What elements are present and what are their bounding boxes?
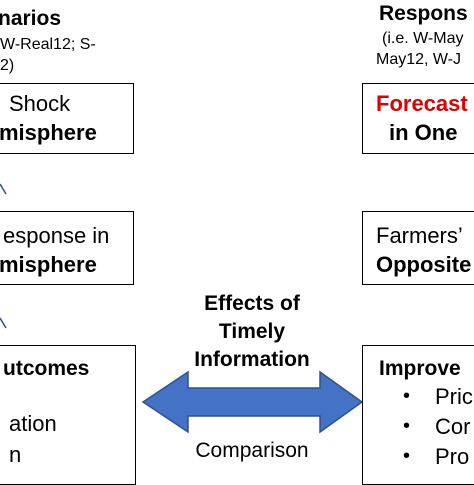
left-box-response-line2: misphere: [0, 252, 97, 277]
left-header-sub2: 2): [0, 57, 15, 74]
right-box-improve-item-1: Pric: [435, 384, 473, 409]
left-box-outcomes-line3: n: [9, 442, 22, 467]
right-box-improve-item-3: Pro: [435, 444, 470, 469]
right-box-forecast-line2: in One: [389, 120, 458, 145]
right-box-improve-bullet-2: •: [403, 415, 411, 437]
right-box-improve-title: Improve: [379, 357, 461, 380]
left-box-outcomes-line1: utcomes: [3, 357, 90, 380]
left-down-arrow-1: [0, 183, 7, 195]
right-box-forecast-line1: Forecast: [376, 91, 468, 116]
double-arrow: [141, 370, 364, 434]
comparison-label: Comparison: [195, 439, 309, 462]
right-header-title: Respons: [379, 2, 468, 25]
left-header-sub1: W-Real12; S-: [0, 36, 96, 53]
effects-line3: Information: [194, 348, 310, 371]
left-box-outcomes-line2: ation: [9, 411, 57, 436]
right-box-improve-bullet-1: •: [403, 385, 411, 407]
left-box-outcomes: utcomes ation n: [0, 345, 136, 485]
right-box-farmers-line2: Opposite: [376, 252, 472, 277]
right-header-sub2: May12, W-J: [376, 51, 462, 68]
right-box-forecast: Forecast in One: [362, 83, 474, 154]
right-box-farmers: Farmers’ Opposite: [362, 211, 474, 285]
right-box-improve-item-2: Cor: [435, 414, 471, 439]
left-box-response: esponse in misphere: [0, 211, 134, 285]
right-box-improve: Improve • Pric • Cor • Pro: [362, 345, 474, 485]
left-box-response-line1: esponse in: [3, 223, 110, 248]
left-down-arrow-2: [0, 317, 7, 329]
right-box-improve-bullet-3: •: [403, 445, 411, 467]
left-box-shock-line1: Shock: [9, 91, 71, 116]
left-box-shock-line2: misphere: [0, 120, 97, 145]
right-header-sub1: (i.e. W-May: [382, 30, 464, 47]
effects-line1: Effects of: [204, 292, 300, 315]
left-box-shock: Shock misphere: [0, 83, 134, 154]
left-header-title: narios: [0, 7, 62, 30]
effects-line2: Timely: [218, 320, 286, 343]
right-box-farmers-line1: Farmers’: [376, 223, 463, 248]
